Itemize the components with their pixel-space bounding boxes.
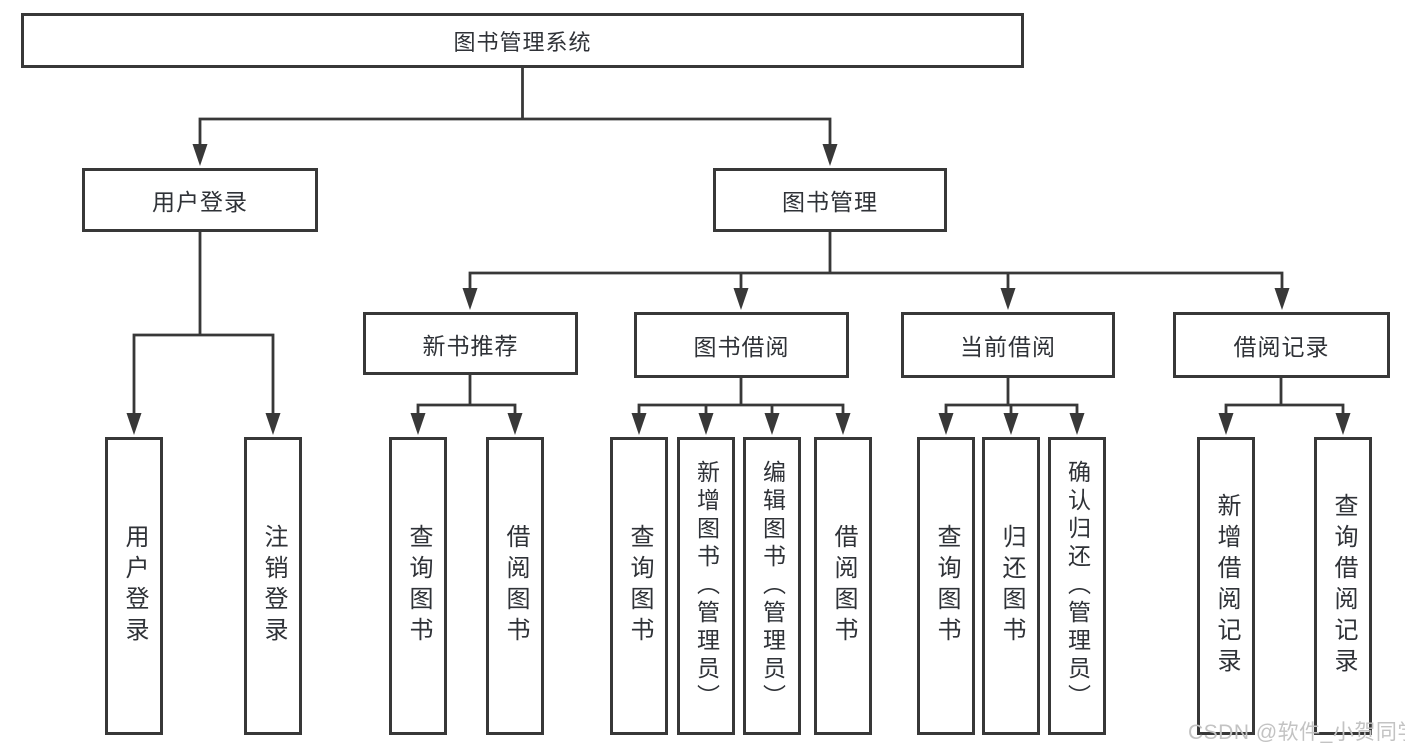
node-borrowing-records: 借阅记录: [1173, 312, 1390, 378]
node-book-borrowing: 图书借阅: [634, 312, 849, 378]
leaf-borrow-books-borrowing: 借阅图书: [814, 437, 872, 735]
leaf-label: 确认归还（管理员）: [1064, 460, 1091, 712]
leaf-query-books-current: 查询图书: [917, 437, 975, 735]
leaf-label: 新增借阅记录: [1213, 493, 1240, 679]
leaf-query-books-recommend: 查询图书: [389, 437, 447, 735]
node-new-book-recommend: 新书推荐: [363, 312, 578, 375]
leaf-query-books-borrowing: 查询图书: [610, 437, 668, 735]
leaf-add-book-admin: 新增图书（管理员）: [677, 437, 735, 735]
leaf-confirm-return-admin: 确认归还（管理员）: [1048, 437, 1106, 735]
leaf-logout: 注销登录: [244, 437, 302, 735]
leaf-label: 借阅图书: [830, 524, 857, 648]
node-current-borrowing: 当前借阅: [901, 312, 1115, 378]
leaf-add-borrow-record: 新增借阅记录: [1197, 437, 1255, 735]
leaf-user-login: 用户登录: [105, 437, 163, 735]
leaf-label: 查询图书: [626, 524, 653, 648]
leaf-label: 查询借阅记录: [1330, 493, 1357, 679]
leaf-label: 用户登录: [121, 524, 148, 648]
csdn-watermark: CSDN @软件_小贺同学: [1188, 721, 1405, 744]
leaf-return-book: 归还图书: [982, 437, 1040, 735]
leaf-label: 归还图书: [998, 524, 1025, 648]
leaf-label: 查询图书: [405, 524, 432, 648]
leaf-label: 借阅图书: [502, 524, 529, 648]
leaf-label: 编辑图书（管理员）: [759, 460, 786, 712]
leaf-label: 注销登录: [260, 524, 287, 648]
leaf-label: 查询图书: [933, 524, 960, 648]
leaf-label: 新增图书（管理员）: [693, 460, 720, 712]
leaf-edit-book-admin: 编辑图书（管理员）: [743, 437, 801, 735]
node-root-system: 图书管理系统: [21, 13, 1024, 68]
node-user-login: 用户登录: [82, 168, 318, 232]
leaf-query-borrow-record: 查询借阅记录: [1314, 437, 1372, 735]
node-book-management: 图书管理: [713, 168, 947, 232]
leaf-borrow-books-recommend: 借阅图书: [486, 437, 544, 735]
